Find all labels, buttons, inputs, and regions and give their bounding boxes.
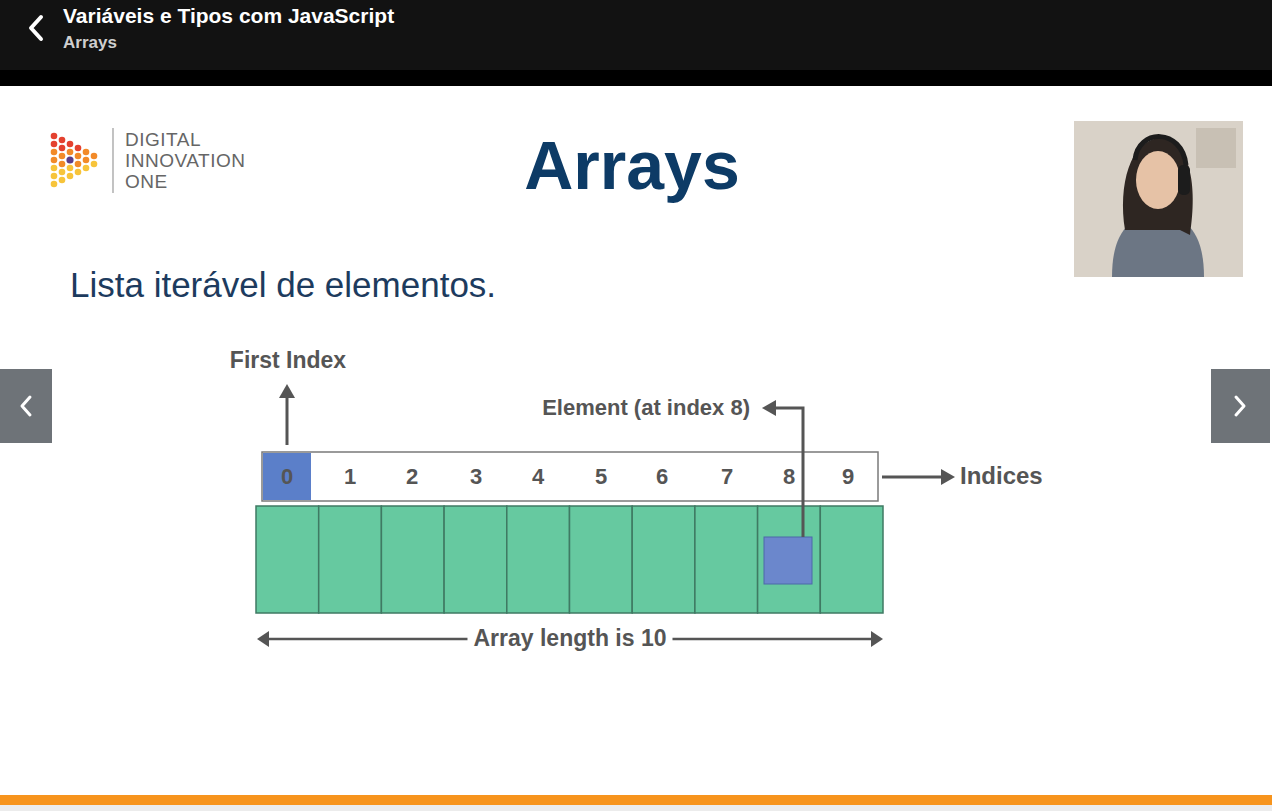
logo-dot bbox=[66, 156, 73, 163]
array-cell bbox=[820, 506, 883, 613]
logo-dot bbox=[51, 173, 58, 180]
element-marker bbox=[764, 537, 812, 584]
prev-chevron bbox=[22, 397, 30, 415]
index-cell: 2 bbox=[387, 453, 437, 500]
arrow-head bbox=[941, 469, 955, 485]
logo-dot bbox=[67, 165, 74, 172]
index-cell: 1 bbox=[325, 453, 375, 500]
logo-dot bbox=[83, 157, 90, 164]
logo-dot bbox=[51, 141, 58, 148]
next-button bbox=[1211, 369, 1270, 443]
next-chevron bbox=[1236, 397, 1244, 415]
header-bar bbox=[0, 0, 1272, 70]
logo-icon bbox=[51, 133, 98, 188]
webcam-background bbox=[1074, 121, 1243, 277]
logo-dot bbox=[51, 149, 58, 156]
logo-dot bbox=[59, 169, 66, 176]
logo-dot bbox=[83, 165, 90, 172]
logo-dot bbox=[67, 141, 74, 148]
first-index-label: First Index bbox=[230, 347, 346, 373]
array-cell bbox=[507, 506, 570, 613]
index-number: 9 bbox=[842, 464, 854, 490]
arrow-head bbox=[871, 631, 883, 647]
logo-dot bbox=[59, 153, 66, 160]
index-number: 1 bbox=[344, 464, 356, 490]
logo-dot bbox=[83, 149, 90, 156]
index-cell: 4 bbox=[513, 453, 563, 500]
index-number: 4 bbox=[532, 464, 544, 490]
index-number: 7 bbox=[721, 464, 733, 490]
course-title: Variáveis e Tipos com JavaScript bbox=[63, 4, 394, 28]
index-cell: 6 bbox=[637, 453, 687, 500]
index-cell: 0 bbox=[263, 453, 311, 500]
index-number: 8 bbox=[783, 464, 795, 490]
logo-dot bbox=[75, 145, 82, 152]
back-chevron bbox=[31, 17, 41, 39]
index-cell: 3 bbox=[451, 453, 501, 500]
length-label: Array length is 10 bbox=[467, 625, 672, 651]
headphone-band bbox=[1135, 137, 1186, 165]
footer-strip bbox=[0, 805, 1272, 811]
first-index-arrow bbox=[286, 395, 289, 445]
header-strip bbox=[0, 70, 1272, 86]
logo-dot bbox=[59, 145, 66, 152]
index-strip bbox=[262, 452, 878, 501]
logo-dot bbox=[59, 177, 66, 184]
webcam-frame bbox=[1074, 121, 1243, 277]
array-cell bbox=[632, 506, 695, 613]
headphone bbox=[1178, 165, 1190, 195]
logo-divider bbox=[112, 128, 113, 193]
array-cell bbox=[758, 506, 821, 613]
indices-label: Indices bbox=[960, 462, 1043, 490]
slide-subtitle: Lista iterável de elementos. bbox=[70, 265, 496, 305]
array-cells bbox=[256, 506, 883, 613]
logo-dot bbox=[59, 161, 66, 168]
index-cell: 5 bbox=[576, 453, 626, 500]
logo-dot bbox=[51, 165, 58, 172]
logo-dot bbox=[51, 157, 58, 164]
index-number: 2 bbox=[406, 464, 418, 490]
arrow-head bbox=[279, 384, 295, 398]
index-number: 0 bbox=[281, 464, 293, 490]
logo-dot bbox=[67, 173, 74, 180]
index-number: 3 bbox=[470, 464, 482, 490]
indices-arrow bbox=[882, 476, 942, 479]
prev-button bbox=[0, 369, 52, 443]
logo-dot bbox=[67, 149, 74, 156]
face bbox=[1136, 151, 1180, 209]
array-cell bbox=[695, 506, 758, 613]
logo-dot bbox=[91, 153, 98, 160]
element-leader bbox=[774, 408, 803, 537]
logo-dot bbox=[75, 153, 82, 160]
array-cell bbox=[381, 506, 444, 613]
logo-dot bbox=[75, 161, 82, 168]
progress-bar bbox=[0, 795, 1272, 805]
wall-shelf bbox=[1196, 128, 1236, 168]
index-number: 5 bbox=[595, 464, 607, 490]
array-cell bbox=[444, 506, 507, 613]
logo-dot bbox=[75, 169, 82, 176]
array-cell bbox=[319, 506, 382, 613]
array-cell bbox=[570, 506, 633, 613]
arrow-head bbox=[762, 400, 776, 416]
logo-text: DIGITAL INNOVATION ONE bbox=[125, 129, 245, 192]
logo-dot bbox=[51, 133, 58, 140]
logo-dot bbox=[91, 161, 98, 168]
logo-dot bbox=[59, 137, 66, 144]
arrow-head bbox=[257, 631, 269, 647]
index-cell: 9 bbox=[823, 453, 873, 500]
slide-title: Arrays bbox=[524, 126, 740, 204]
lesson-name: Arrays bbox=[63, 33, 117, 53]
logo-dot bbox=[51, 181, 58, 188]
array-cell bbox=[256, 506, 319, 613]
index-number: 6 bbox=[656, 464, 668, 490]
index-cell: 7 bbox=[702, 453, 752, 500]
index-cell: 8 bbox=[764, 453, 814, 500]
element-label: Element (at index 8) bbox=[542, 395, 750, 420]
